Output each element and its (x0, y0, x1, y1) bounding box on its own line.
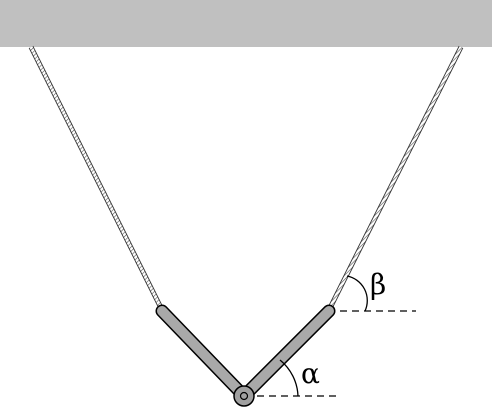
left-rope (29, 46, 164, 311)
beta-angle-arc (346, 275, 368, 312)
ceiling (0, 0, 492, 47)
right-rod (239, 306, 334, 401)
pivot-hinge (233, 385, 255, 407)
pivot-center (239, 391, 249, 401)
left-rod (157, 306, 249, 401)
alpha-angle-arc (279, 359, 299, 397)
alpha-label: α (301, 357, 320, 390)
right-rope (327, 46, 463, 311)
beta-label: β (370, 268, 386, 301)
